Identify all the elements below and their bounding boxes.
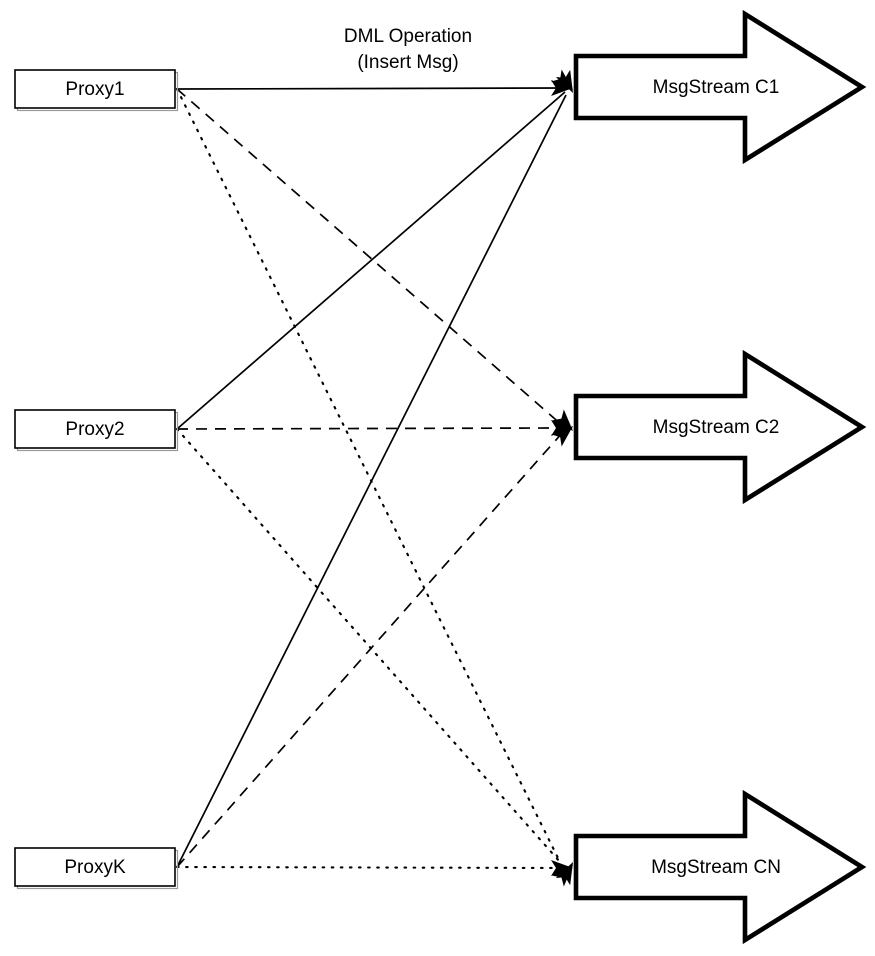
proxy-proxy1[interactable]: Proxy1 xyxy=(14,69,179,112)
link-pk-c1 xyxy=(176,94,567,868)
proxy-label-proxyk: ProxyK xyxy=(64,857,126,878)
arrowhead-head-c2-a xyxy=(551,426,573,447)
proxy-proxy2[interactable]: Proxy2 xyxy=(14,409,179,452)
stream-cn[interactable]: MsgStream CN xyxy=(573,789,867,945)
proxy-label-proxy1: Proxy1 xyxy=(65,79,124,100)
edge-label-line-2: (Insert Msg) xyxy=(357,52,458,73)
stream-c2[interactable]: MsgStream C2 xyxy=(573,349,867,505)
arrowhead-head-c1-c xyxy=(555,69,573,93)
proxy-proxyk[interactable]: ProxyK xyxy=(14,847,179,890)
dml-operation-edge-label: DML Operation (Insert Msg) xyxy=(344,26,472,73)
stream-arrow-shape-c1 xyxy=(573,9,867,165)
arrowhead-head-cn-b xyxy=(552,865,573,887)
proxy-box-proxy1 xyxy=(14,69,176,109)
stream-c1[interactable]: MsgStream C1 xyxy=(573,9,867,165)
link-p1-c2 xyxy=(176,88,564,427)
stream-label-c1: MsgStream C1 xyxy=(653,77,780,98)
links-layer xyxy=(175,87,568,870)
link-pk-c2 xyxy=(176,431,564,868)
proxy-box-proxy2 xyxy=(14,409,176,449)
proxy-box-proxyk xyxy=(14,847,176,887)
proxy-label-proxy2: Proxy2 xyxy=(65,419,124,440)
arrowhead-head-c1-a xyxy=(551,80,573,96)
link-pk-cn xyxy=(175,865,564,870)
stream-label-cn: MsgStream CN xyxy=(651,857,781,878)
arrowheads-layer xyxy=(551,69,573,887)
link-p2-c2 xyxy=(176,427,563,430)
arrowhead-head-c2-c xyxy=(552,409,573,431)
edge-label-line-1: DML Operation xyxy=(344,26,472,47)
link-p1-cn xyxy=(175,87,562,864)
link-p1-c1 xyxy=(176,87,568,90)
stream-label-c2: MsgStream C2 xyxy=(653,417,780,438)
stream-arrow-shape-c2 xyxy=(573,349,867,505)
arrowhead-head-c2-b xyxy=(551,420,573,436)
stream-arrow-shape-cn xyxy=(573,789,867,945)
link-p2-cn xyxy=(175,427,562,864)
streams-layer: MsgStream C1 MsgStream C2 MsgStream CN xyxy=(573,9,867,945)
arrowhead-head-cn-c xyxy=(551,860,573,876)
link-p2-c1 xyxy=(176,91,566,430)
